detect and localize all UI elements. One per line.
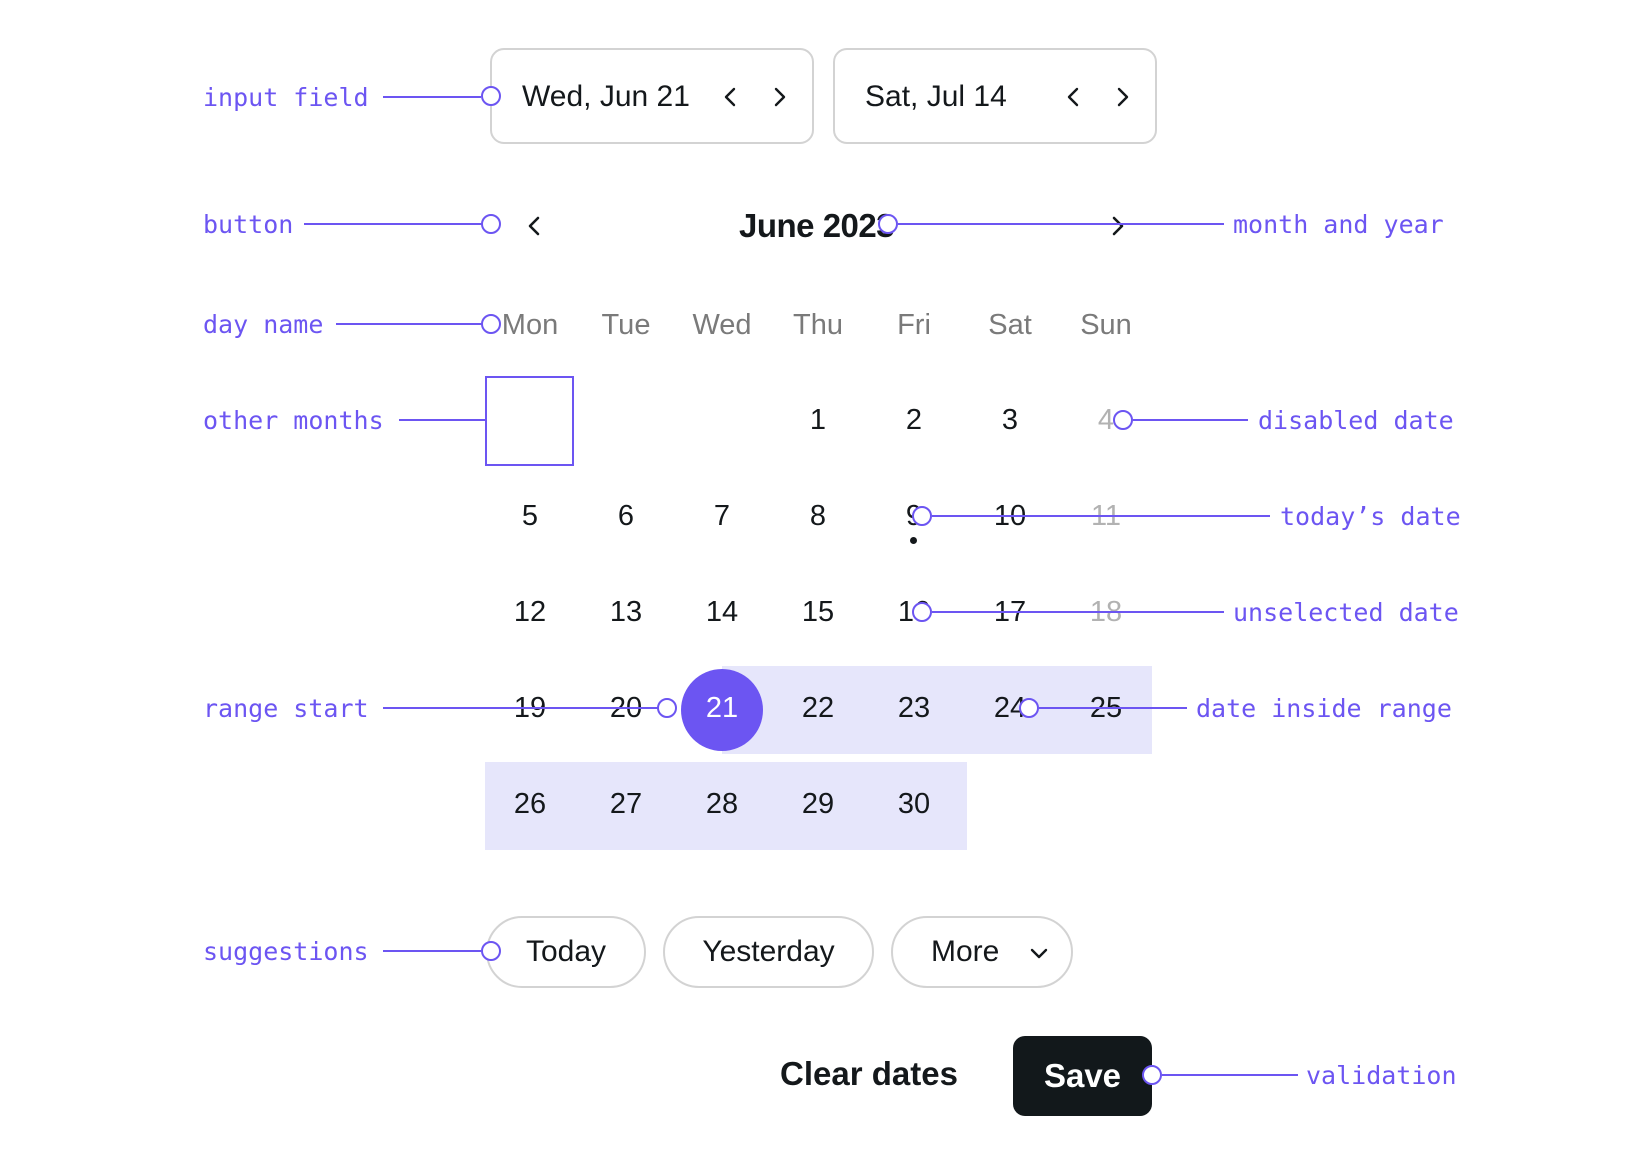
annotation-disabled-date: disabled date xyxy=(1258,406,1454,435)
chevron-left-icon xyxy=(528,216,540,236)
annotation-anchor-dot xyxy=(481,214,501,234)
chevron-right-icon[interactable] xyxy=(762,80,796,114)
annotation-leader-line xyxy=(898,223,1224,225)
day-name-wed: Wed xyxy=(692,309,752,341)
end-date-input[interactable]: Sat, Jul 14 xyxy=(833,48,1157,144)
chevron-right-icon xyxy=(1112,216,1124,236)
day-cell-disabled: 4 xyxy=(1097,403,1115,436)
chevron-left-icon[interactable] xyxy=(714,80,748,114)
day-cell[interactable]: 6 xyxy=(617,499,635,532)
annotation-leader-line xyxy=(932,611,1224,613)
annotation-anchor-dot xyxy=(1019,698,1039,718)
chevron-right-icon[interactable] xyxy=(1105,80,1139,114)
day-name-mon: Mon xyxy=(501,309,559,341)
other-months-highlight-box xyxy=(485,376,574,466)
day-cell[interactable]: 12 xyxy=(513,595,547,628)
annotation-anchor-dot xyxy=(878,214,898,234)
annotation-button: button xyxy=(203,210,294,239)
day-cell-in-range[interactable]: 29 xyxy=(801,787,835,820)
annotation-leader-line xyxy=(304,223,482,225)
start-date-input[interactable]: Wed, Jun 21 xyxy=(490,48,814,144)
annotation-leader-line xyxy=(1133,419,1248,421)
day-cell-in-range[interactable]: 22 xyxy=(801,691,835,724)
annotation-range-start: range start xyxy=(203,694,369,723)
next-month-button[interactable] xyxy=(1100,209,1134,243)
month-year-title: June 2023 xyxy=(739,207,895,244)
day-cell[interactable]: 2 xyxy=(905,403,923,436)
annotation-leader-line xyxy=(336,323,482,325)
annotation-anchor-dot xyxy=(481,314,501,334)
day-name-tue: Tue xyxy=(601,309,651,341)
annotation-leader-line xyxy=(383,707,658,709)
suggestion-today-button[interactable]: Today xyxy=(486,916,646,988)
clear-dates-button[interactable]: Clear dates xyxy=(780,1055,958,1092)
day-cell[interactable]: 15 xyxy=(801,595,835,628)
range-start-marker xyxy=(681,669,763,751)
annotation-suggestions: suggestions xyxy=(203,937,369,966)
annotation-validation: validation xyxy=(1306,1061,1457,1090)
day-name-sun: Sun xyxy=(1080,309,1132,341)
day-cell-in-range[interactable]: 26 xyxy=(513,787,547,820)
annotation-leader-line xyxy=(383,950,481,952)
today-indicator xyxy=(910,537,917,544)
suggestion-more-dropdown[interactable]: More xyxy=(891,916,1073,988)
day-cell[interactable]: 1 xyxy=(809,403,827,436)
annotation-leader-line xyxy=(1039,707,1187,709)
annotation-day-name: day name xyxy=(203,310,324,339)
annotation-todays-date: today’s date xyxy=(1280,502,1461,531)
annotation-other-months: other months xyxy=(203,406,384,435)
day-cell-in-range[interactable]: 27 xyxy=(609,787,643,820)
chevron-left-icon[interactable] xyxy=(1057,80,1091,114)
annotation-anchor-dot xyxy=(912,602,932,622)
annotation-unselected-date: unselected date xyxy=(1233,598,1459,627)
annotation-leader-line xyxy=(399,419,485,421)
chevron-down-icon xyxy=(1030,948,1048,959)
day-cell[interactable]: 13 xyxy=(609,595,643,628)
annotation-anchor-dot xyxy=(481,86,501,106)
annotation-leader-line xyxy=(932,515,1270,517)
annotation-input-field: input field xyxy=(203,83,369,112)
annotation-date-inside-range: date inside range xyxy=(1196,694,1452,723)
more-label: More xyxy=(931,935,1000,968)
annotation-leader-line xyxy=(1162,1074,1298,1076)
annotation-anchor-dot xyxy=(1113,410,1133,430)
annotation-anchor-dot xyxy=(481,941,501,961)
prev-month-button[interactable] xyxy=(518,209,552,243)
day-cell[interactable]: 7 xyxy=(713,499,731,532)
day-cell[interactable]: 8 xyxy=(809,499,827,532)
day-cell[interactable]: 14 xyxy=(705,595,739,628)
day-cell[interactable]: 5 xyxy=(521,499,539,532)
day-cell-in-range[interactable]: 23 xyxy=(897,691,931,724)
annotation-anchor-dot xyxy=(657,698,677,718)
start-date-value[interactable]: Wed, Jun 21 xyxy=(522,80,690,113)
day-name-sat: Sat xyxy=(988,309,1032,341)
range-band-week4 xyxy=(722,666,1152,754)
day-cell-range-start[interactable]: 21 xyxy=(705,691,739,724)
day-name-fri: Fri xyxy=(897,309,931,341)
day-name-thu: Thu xyxy=(793,309,843,341)
annotation-anchor-dot xyxy=(912,506,932,526)
suggestion-yesterday-button[interactable]: Yesterday xyxy=(663,916,874,988)
day-cell[interactable]: 3 xyxy=(1001,403,1019,436)
range-band-week5 xyxy=(485,762,967,850)
day-cell-in-range[interactable]: 30 xyxy=(897,787,931,820)
annotation-month-and-year: month and year xyxy=(1233,210,1444,239)
day-cell-in-range[interactable]: 28 xyxy=(705,787,739,820)
annotation-leader-line xyxy=(383,96,481,98)
end-date-value[interactable]: Sat, Jul 14 xyxy=(865,80,1007,113)
save-button[interactable]: Save xyxy=(1013,1036,1152,1116)
annotation-anchor-dot xyxy=(1142,1065,1162,1085)
